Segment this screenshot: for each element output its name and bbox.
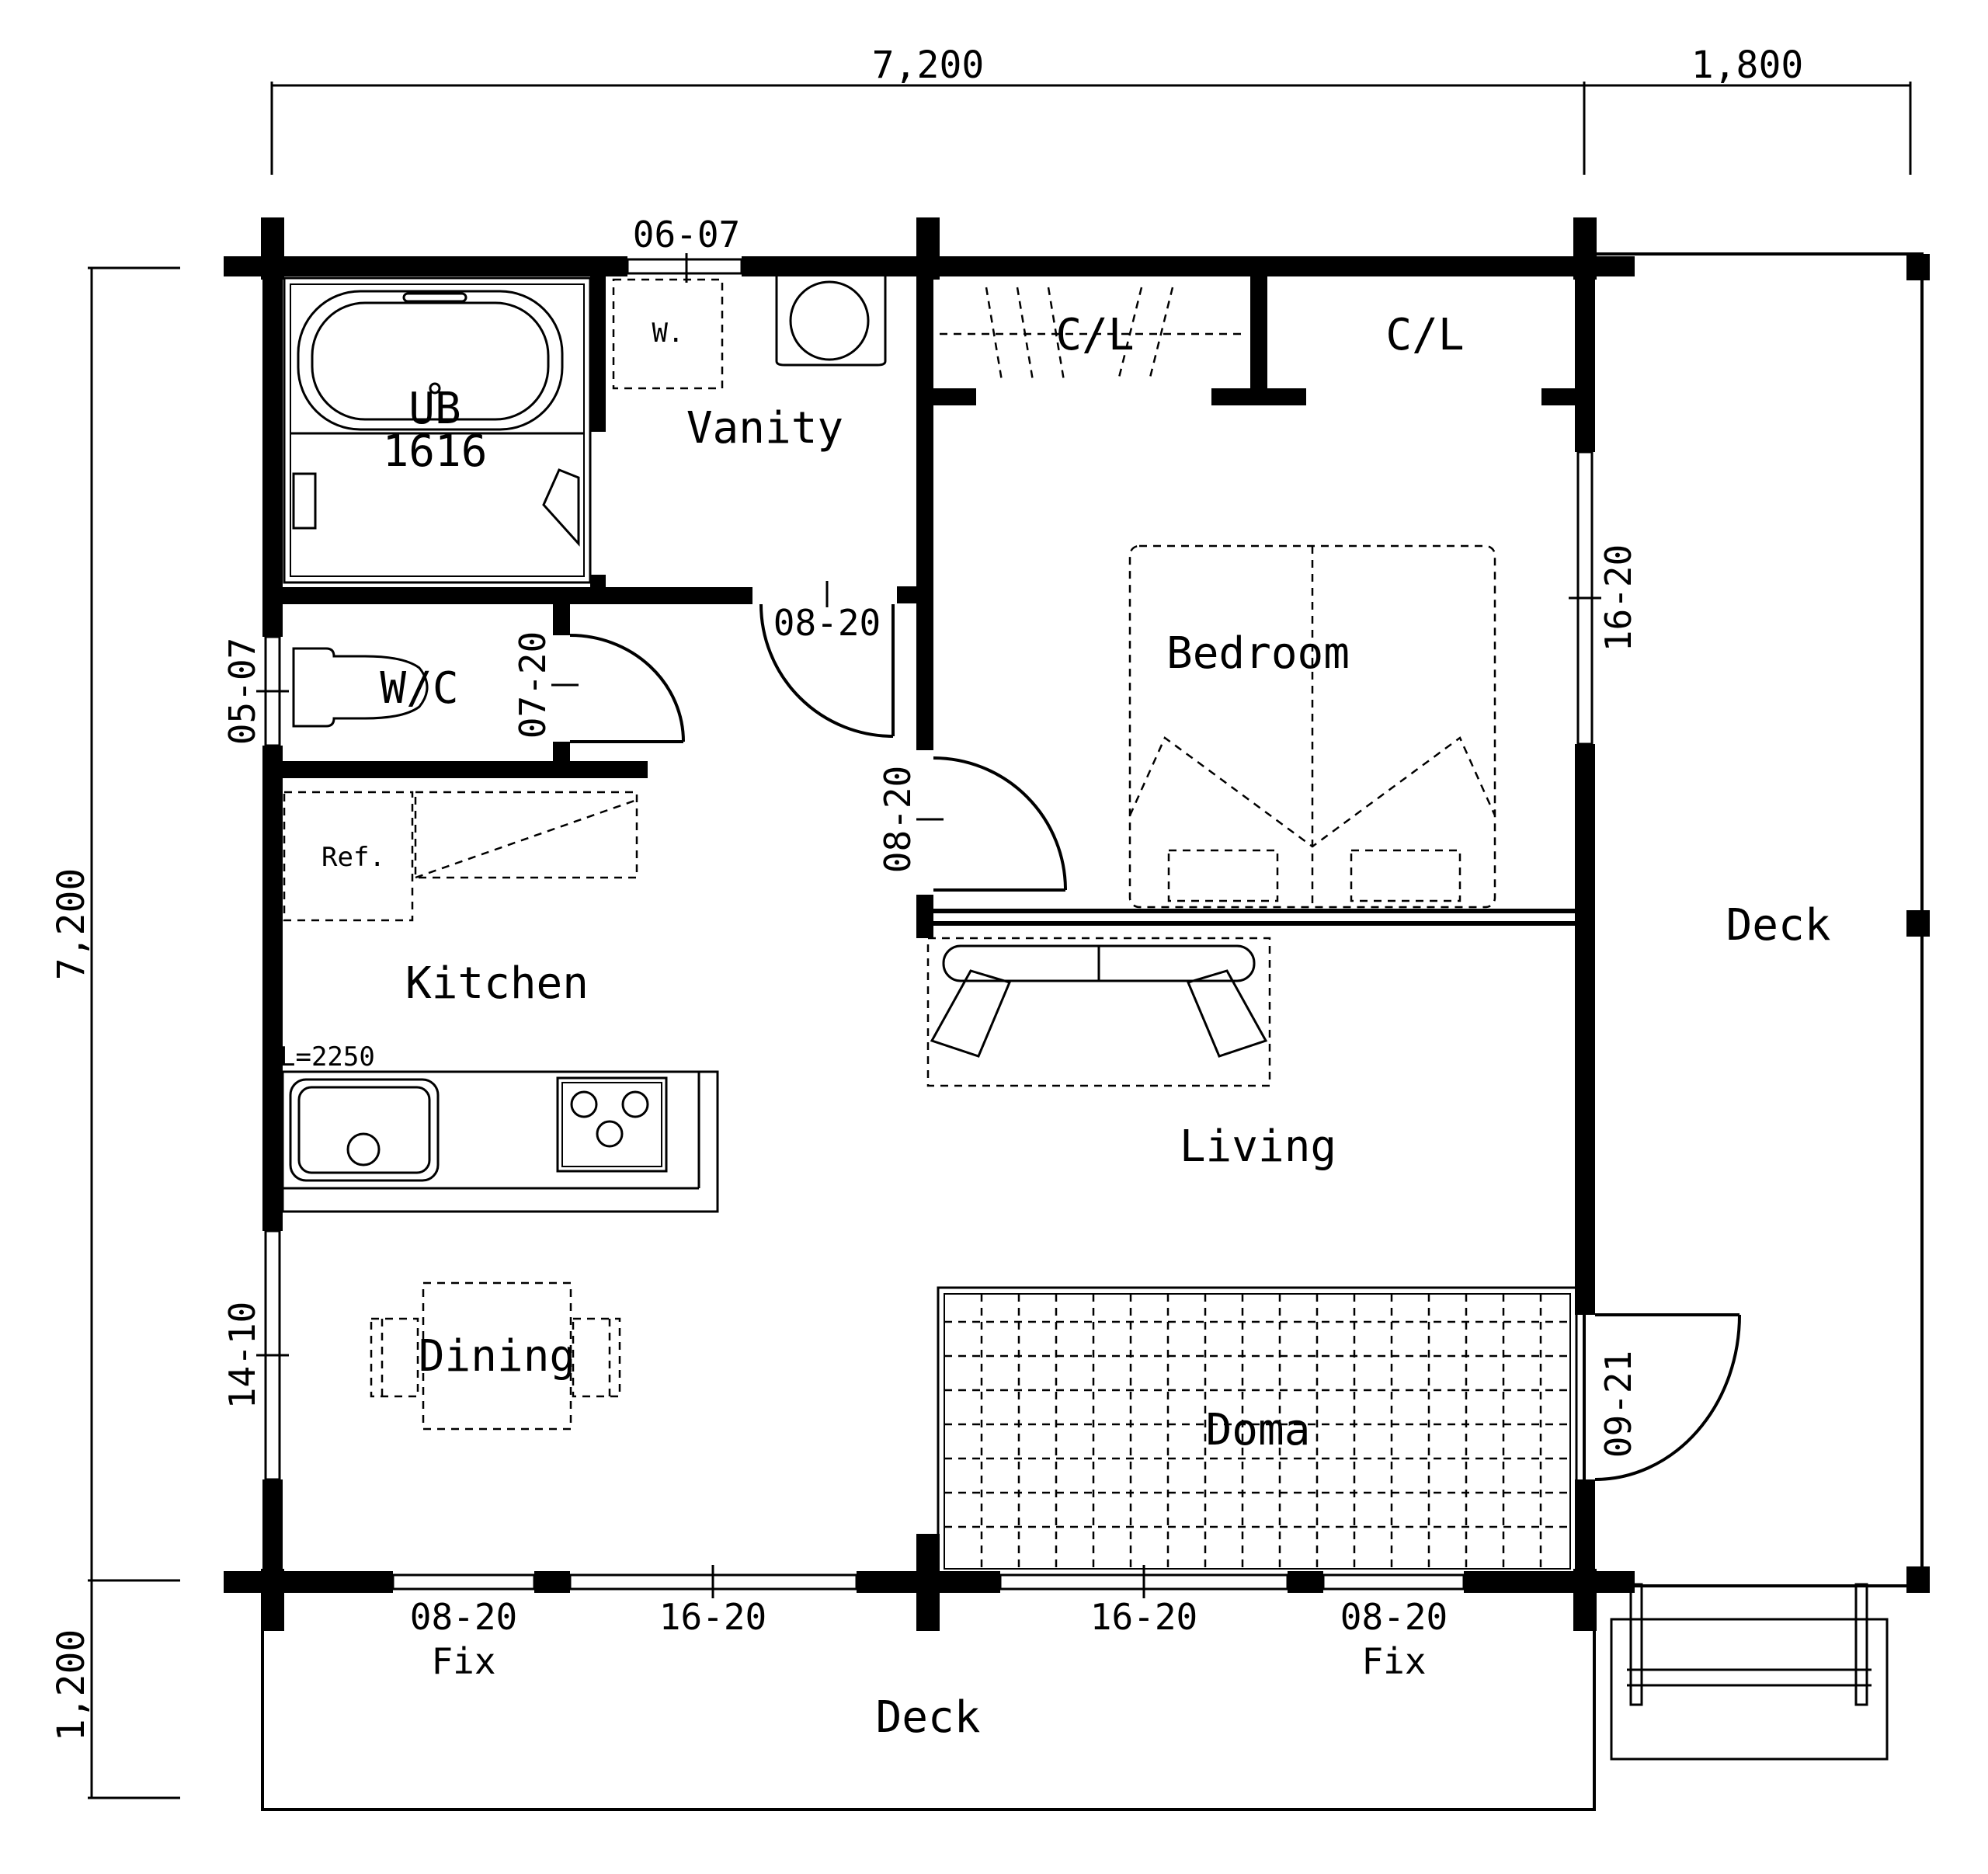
south-fix-right-tag: 08-20 xyxy=(1340,1596,1448,1638)
toilet-label: W/C xyxy=(380,663,458,714)
south-fix-right-note: Fix xyxy=(1361,1640,1426,1682)
toilet-fixture xyxy=(292,647,429,728)
closet-hangers xyxy=(940,287,1242,381)
toilet-door-tag: 07-20 xyxy=(512,631,554,739)
vanity-label: Vanity xyxy=(686,403,843,454)
closet-right-label: C/L xyxy=(1385,310,1464,360)
kitchen-label: Kitchen xyxy=(405,958,589,1009)
dimension-top-main: 7,200 xyxy=(872,43,985,87)
bedroom-label: Bedroom xyxy=(1166,628,1350,679)
dimension-left-main: 7,200 xyxy=(50,868,93,981)
deck-right-label: Deck xyxy=(1726,900,1831,951)
exterior-walls xyxy=(224,217,1635,1631)
bath-unit xyxy=(283,276,592,584)
dining-set xyxy=(370,1281,621,1431)
kitchen-counter xyxy=(281,1070,719,1213)
dimension-lines xyxy=(88,82,1912,1799)
windows xyxy=(256,253,1601,1598)
dimension-left-side: 1,200 xyxy=(50,1629,93,1742)
washer-label: W. xyxy=(652,318,684,349)
door-swings xyxy=(569,603,1741,1481)
double-bed xyxy=(1128,544,1496,909)
south-window-left-tag: 16-20 xyxy=(659,1596,766,1638)
south-fix-left-note: Fix xyxy=(431,1640,495,1682)
closet-left-label: C/L xyxy=(1055,310,1134,360)
deck-bottom-label: Deck xyxy=(876,1692,981,1743)
counter-length-label: L=2250 xyxy=(280,1041,375,1073)
bedroom-door-tag: 08-20 xyxy=(877,766,919,873)
bath-unit-label: UB xyxy=(408,384,461,434)
washer xyxy=(612,278,724,390)
doma-tile-floor xyxy=(937,1286,1578,1577)
dining-window-tag: 14-10 xyxy=(221,1302,263,1409)
sofa-set xyxy=(926,937,1271,1087)
living-label: Living xyxy=(1180,1121,1336,1172)
vanity-sink xyxy=(775,276,887,367)
refrigerator xyxy=(283,791,638,922)
refrigerator-label: Ref. xyxy=(321,842,385,873)
bath-unit-size: 1616 xyxy=(383,426,488,477)
south-window-right-tag: 16-20 xyxy=(1090,1596,1197,1638)
toilet-window-tag: 05-07 xyxy=(221,638,263,745)
vanity-door-tag: 08-20 xyxy=(773,602,881,644)
interior-walls xyxy=(283,276,1575,938)
south-fix-left-tag: 08-20 xyxy=(410,1596,517,1638)
vanity-window-tag: 06-07 xyxy=(633,214,740,256)
dimension-top-side: 1,800 xyxy=(1691,43,1804,87)
entry-door-tag: 09-21 xyxy=(1597,1351,1639,1458)
bedroom-window-tag: 16-20 xyxy=(1597,544,1639,652)
doma-label: Doma xyxy=(1206,1405,1311,1455)
dining-label: Dining xyxy=(419,1331,575,1382)
